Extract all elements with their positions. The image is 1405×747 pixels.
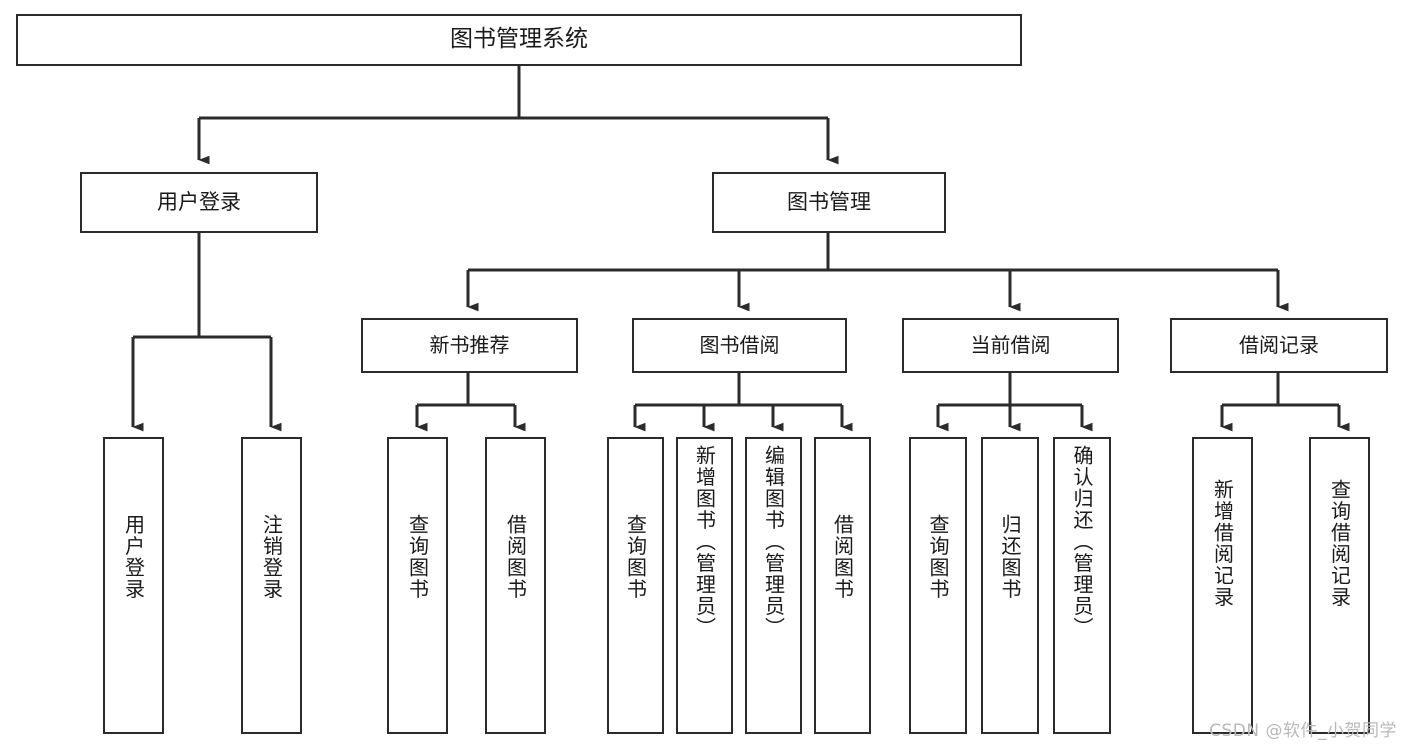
node-label: 归还图书	[998, 514, 1022, 600]
leaf-add-borrow-record[interactable]: 新增借阅记录	[1192, 437, 1253, 734]
node-label: 查询图书	[926, 514, 950, 600]
leaf-add-book-admin[interactable]: 新增图书（管理员）	[676, 437, 733, 734]
leaf-borrow-book-new-rec[interactable]: 借阅图书	[485, 437, 546, 734]
leaf-query-book-current[interactable]: 查询图书	[909, 437, 967, 734]
node-label: 用户登录	[121, 514, 146, 600]
node-book-borrow[interactable]: 图书借阅	[632, 318, 847, 373]
node-label: 注销登录	[259, 514, 284, 600]
node-label: 用户登录	[157, 190, 241, 215]
node-label: 借阅图书	[503, 514, 528, 600]
node-label: 编辑图书（管理员）	[761, 445, 786, 639]
leaf-query-book-new-rec[interactable]: 查询图书	[387, 437, 448, 734]
leaf-return-book[interactable]: 归还图书	[981, 437, 1039, 734]
node-label: 查询借阅记录	[1327, 479, 1352, 608]
node-label: 当前借阅	[970, 332, 1051, 357]
node-book-management[interactable]: 图书管理	[712, 172, 946, 233]
node-label: 查询图书	[623, 514, 648, 600]
node-label: 借阅记录	[1239, 332, 1319, 357]
node-label: 新书推荐	[429, 332, 510, 357]
leaf-borrow-book-borrow[interactable]: 借阅图书	[814, 437, 871, 734]
leaf-query-book-borrow[interactable]: 查询图书	[607, 437, 664, 734]
node-label: 图书借阅	[699, 332, 780, 357]
node-label: 新增借阅记录	[1210, 479, 1235, 608]
node-label: 查询图书	[405, 514, 430, 600]
node-new-book-recommendation[interactable]: 新书推荐	[361, 318, 578, 373]
node-borrow-record[interactable]: 借阅记录	[1170, 318, 1388, 373]
leaf-confirm-return-admin[interactable]: 确认归还（管理员）	[1053, 437, 1111, 734]
leaf-user-login[interactable]: 用户登录	[103, 437, 164, 734]
leaf-user-logout[interactable]: 注销登录	[241, 437, 302, 734]
leaf-query-borrow-record[interactable]: 查询借阅记录	[1309, 437, 1370, 734]
node-root-book-management-system[interactable]: 图书管理系统	[16, 14, 1022, 66]
leaf-edit-book-admin[interactable]: 编辑图书（管理员）	[745, 437, 802, 734]
node-label: 确认归还（管理员）	[1070, 445, 1094, 639]
node-label: 图书管理系统	[450, 26, 588, 53]
node-label: 图书管理	[787, 190, 871, 215]
node-user-login[interactable]: 用户登录	[80, 172, 318, 233]
node-label: 借阅图书	[830, 514, 855, 600]
node-current-borrow[interactable]: 当前借阅	[902, 318, 1119, 373]
node-label: 新增图书（管理员）	[692, 445, 717, 639]
